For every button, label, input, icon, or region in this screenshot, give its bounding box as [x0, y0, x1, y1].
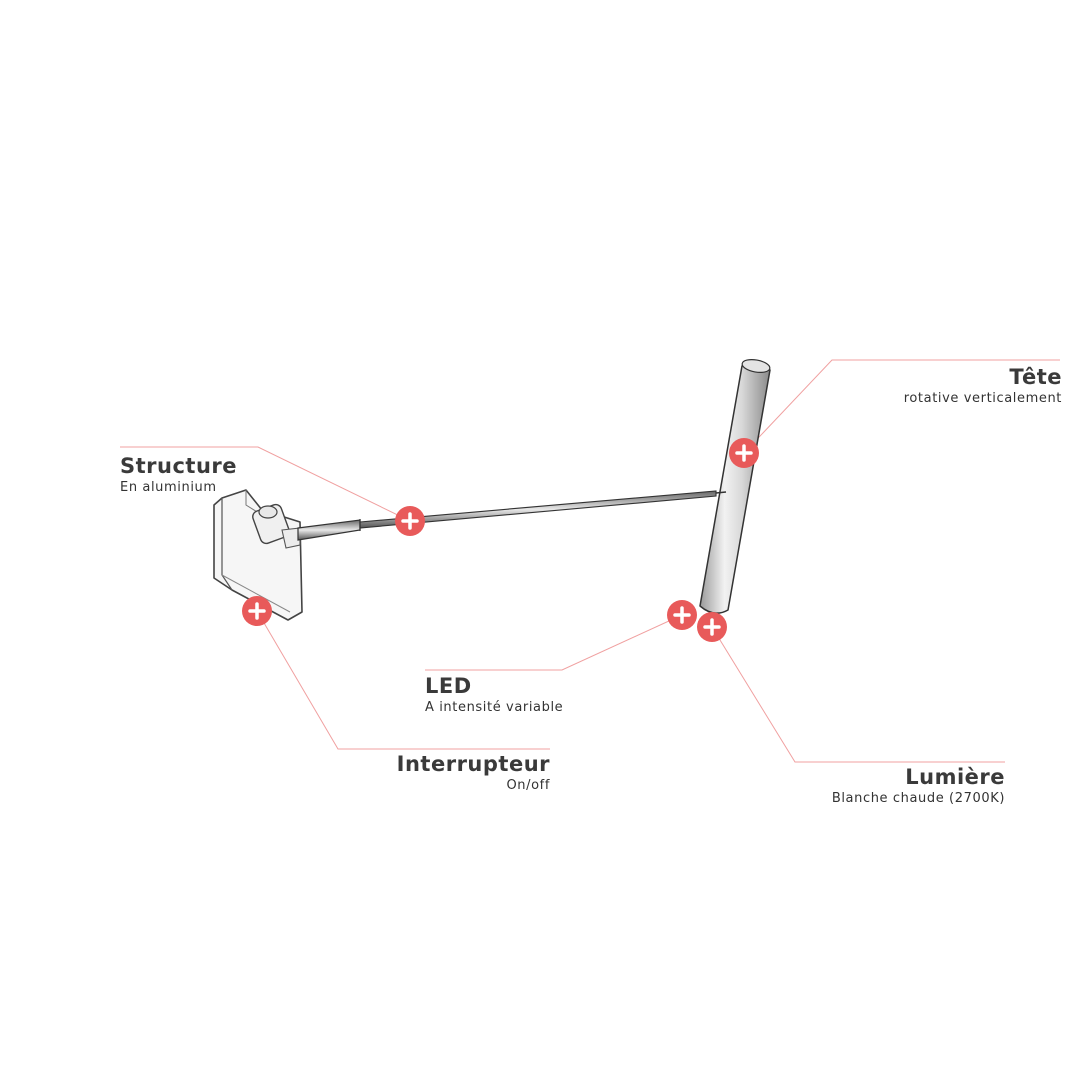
leader-lines — [120, 359, 1060, 763]
annotation-lumiere: Lumière Blanche chaude (2700K) — [755, 764, 1005, 808]
annotation-structure: Structure En aluminium — [120, 453, 320, 497]
plus-icon — [703, 618, 721, 636]
leader-line-structure — [120, 446, 411, 522]
leader-line-lumiere — [711, 626, 1005, 763]
annotation-subtitle: En aluminium — [120, 480, 217, 495]
annotation-subtitle: A intensité variable — [425, 700, 564, 715]
annotation-interrupteur: Interrupteur On/off — [300, 751, 550, 795]
leader-line-interrupteur — [256, 610, 550, 750]
plus-icon — [401, 512, 419, 530]
annotation-subtitle: rotative verticalement — [903, 391, 1062, 406]
annotation-led: LED A intensité variable — [425, 673, 645, 717]
leader-line-led — [425, 614, 683, 671]
lamp-head — [699, 359, 771, 614]
lamp-arm — [297, 490, 717, 541]
annotation-title: LED — [425, 674, 472, 698]
annotation-title: Interrupteur — [396, 752, 550, 776]
hotspot-structure[interactable] — [395, 506, 425, 536]
hotspot-tete[interactable] — [729, 438, 759, 468]
hotspot-led[interactable] — [667, 600, 697, 630]
hotspot-lumiere[interactable] — [697, 612, 727, 642]
annotation-title: Lumière — [905, 765, 1005, 789]
plus-icon — [735, 444, 753, 462]
annotation-subtitle: On/off — [506, 778, 550, 793]
plus-icon — [673, 606, 691, 624]
leader-line-tete — [743, 359, 1060, 454]
annotation-title: Structure — [120, 454, 238, 478]
hotspot-interrupteur[interactable] — [242, 596, 272, 626]
annotation-title: Tête — [1009, 365, 1062, 389]
annotation-tete: Tête rotative verticalement — [762, 364, 1062, 408]
annotation-subtitle: Blanche chaude (2700K) — [831, 791, 1005, 806]
swivel-joint — [252, 503, 301, 549]
plus-icon — [248, 602, 266, 620]
